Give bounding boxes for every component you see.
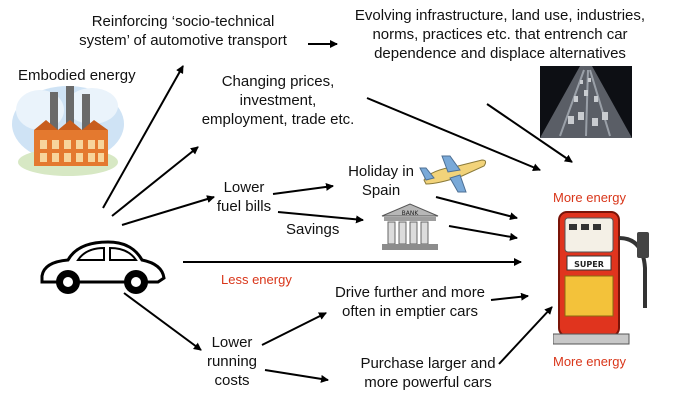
prices-label: Changing prices, investment, employment,…	[201, 73, 355, 128]
holiday-label: Holiday in Spain	[348, 163, 414, 199]
arrow-car-to-fuel	[121, 195, 215, 226]
arrow-fuel-to-bank	[277, 211, 364, 224]
embodied-energy-label: Embodied energy	[18, 67, 136, 84]
arrow-drive-to-pump	[490, 292, 529, 301]
reinforcing-label: Reinforcing ‘socio-technical system’ of …	[79, 13, 287, 49]
arrow-car-to-running	[123, 292, 202, 351]
less-energy-label: Less energy	[221, 272, 292, 287]
arrow-running-to-purchase	[264, 369, 329, 383]
car-icon	[40, 240, 166, 294]
airplane-icon	[419, 155, 487, 193]
arrow-evolving-to-pump	[486, 103, 573, 163]
arrow-running-to-drive	[261, 312, 327, 346]
lower-fuel-bills-label: Lower fuel bills	[216, 179, 272, 215]
purchase-label: Purchase larger and more powerful cars	[360, 355, 496, 391]
bank-icon: BANK	[381, 203, 439, 250]
arrow-car-to-reinforcing	[102, 65, 184, 209]
factory-icon	[12, 86, 124, 176]
bank-sign: BANK	[402, 210, 420, 217]
lower-running-costs-label: Lower running costs	[206, 334, 258, 389]
savings-label: Savings	[286, 221, 340, 238]
fuel-pump-icon: SUPER	[553, 211, 649, 345]
more-energy-bottom-label: More energy	[553, 354, 626, 369]
arrow-purchase-to-pump	[498, 306, 553, 365]
arrow-fuel-to-holiday	[272, 182, 334, 195]
traffic-highway-image	[540, 66, 632, 138]
drive-further-label: Drive further and more often in emptier …	[334, 284, 486, 320]
arrow-prices-to-pump	[366, 97, 541, 172]
arrow-car-to-prices	[111, 146, 199, 217]
evolving-label: Evolving infrastructure, land use, indus…	[354, 7, 646, 62]
pump-sign: SUPER	[574, 260, 604, 269]
arrow-bank-to-pump	[448, 225, 518, 241]
arrow-plane-to-pump	[435, 196, 518, 221]
more-energy-top-label: More energy	[553, 190, 626, 205]
